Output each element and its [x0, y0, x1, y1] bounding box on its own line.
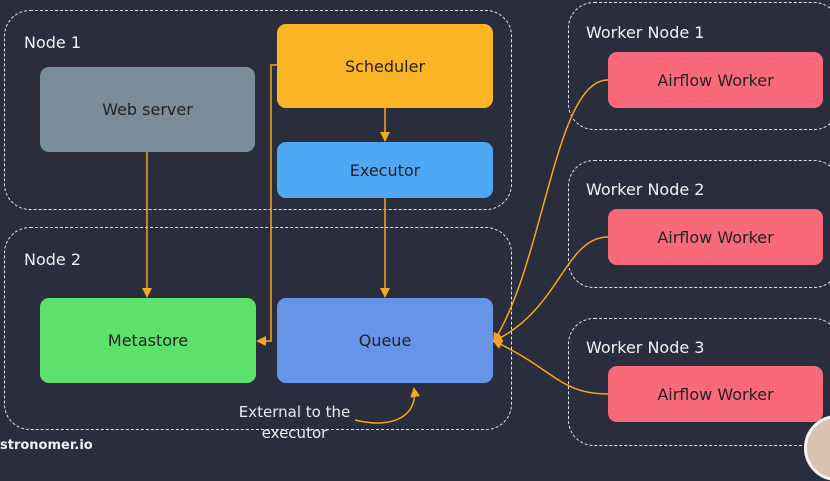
scheduler-label: Scheduler [344, 56, 426, 76]
note-curve-arrow [354, 387, 421, 424]
metastore-label: Metastore [107, 331, 189, 350]
worker-node1-label: Worker Node 1 [586, 23, 705, 42]
airflow-worker-1-label: Airflow Worker [657, 70, 774, 90]
scheduler-to-metastore-arrow [256, 64, 277, 346]
node2-label: Node 2 [24, 250, 82, 269]
worker-node2-group [568, 160, 830, 288]
worker-node2-label: Worker Node 2 [586, 180, 705, 199]
watermark-text: stronomer.io [0, 438, 93, 453]
node1-group [4, 10, 512, 210]
executor-label: Executor [349, 160, 421, 180]
executor-box: Executor [277, 142, 493, 198]
scheduler-box: Scheduler [277, 24, 493, 108]
worker1-to-queue-arrow [492, 79, 609, 343]
queue-label: Queue [358, 331, 412, 350]
airflow-worker-3-label: Airflow Worker [657, 384, 774, 404]
worker3-to-queue-arrow [492, 339, 609, 395]
worker-node3-label: Worker Node 3 [586, 338, 705, 357]
connector-lines [142, 64, 609, 424]
worker-node1-group [568, 2, 830, 130]
web-server-label: Web server [102, 100, 193, 119]
airflow-worker-3-box: Airflow Worker [608, 366, 823, 422]
external-note: External to the executor [232, 402, 357, 444]
web-server-box: Web server [40, 67, 255, 152]
node2-group [4, 227, 512, 430]
worker2-to-queue-arrow [492, 236, 609, 343]
external-note-line1: External to the [238, 403, 351, 421]
worker-node3-group [568, 318, 830, 446]
airflow-worker-1-box: Airflow Worker [608, 52, 823, 108]
node1-label: Node 1 [24, 33, 82, 52]
external-note-line2: executor [261, 424, 328, 442]
metastore-box: Metastore [40, 298, 256, 383]
airflow-worker-2-box: Airflow Worker [608, 209, 823, 265]
airflow-worker-2-label: Airflow Worker [657, 227, 774, 247]
queue-box: Queue [277, 298, 493, 383]
